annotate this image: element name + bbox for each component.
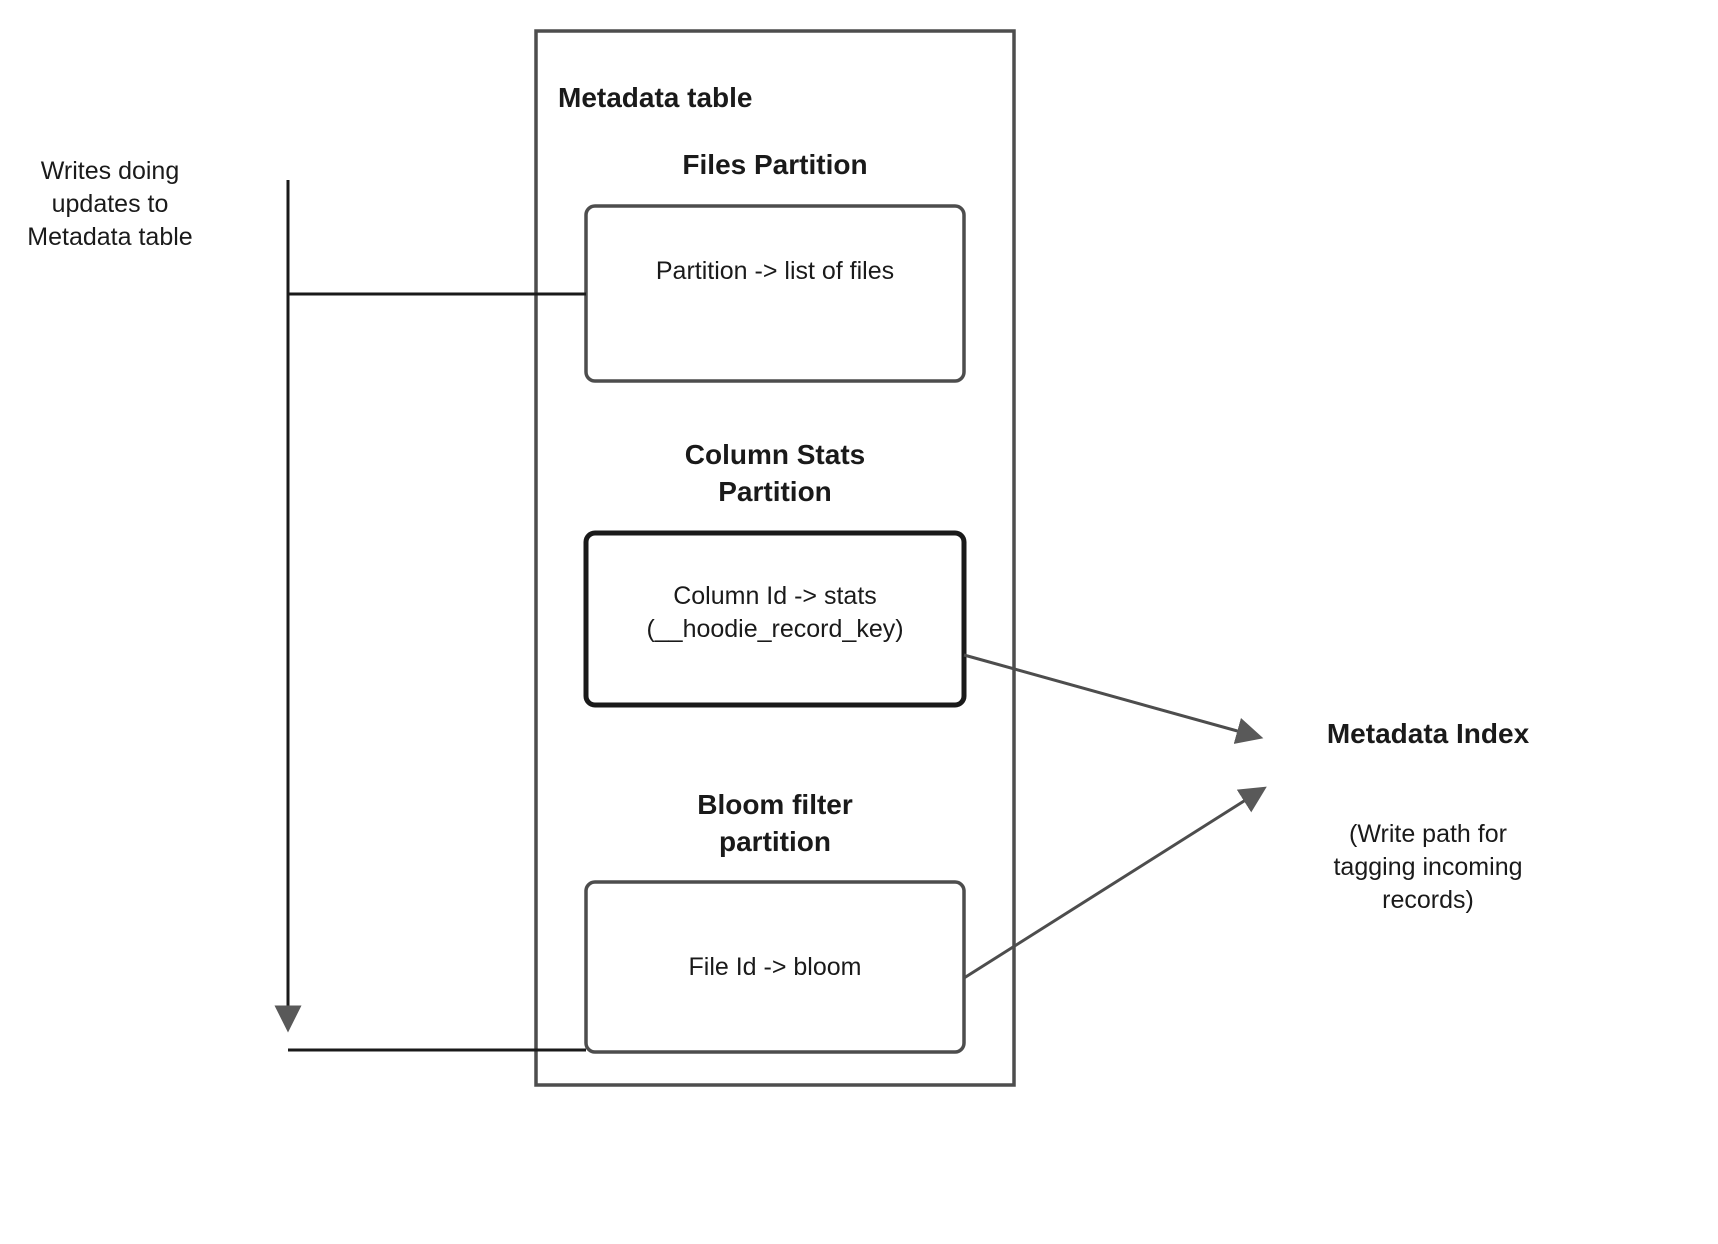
bloom-filter-partition-box [584, 880, 966, 1054]
bloom-filter-partition-body-text: File Id -> bloom [688, 953, 862, 981]
files-partition-body-text: Partition -> list of files [655, 257, 895, 285]
metadata-table-title: Metadata table [558, 82, 753, 113]
files-partition-title: Files Partition [682, 149, 868, 180]
column-stats-partition-body-text: Column Id -> stats (__hoodie_record_key) [646, 582, 904, 643]
writes-annotation-label: Writes doing updates to Metadata table [27, 157, 193, 251]
metadata-table-container [534, 29, 1016, 1087]
column-stats-partition-box [583, 530, 967, 708]
bloom-to-index-arrow [963, 786, 1267, 980]
column-stats-partition-title: Column Stats Partition [684, 439, 866, 507]
metadata-index-title: Metadata Index [1326, 718, 1530, 749]
column-stats-to-index-arrow [963, 653, 1264, 744]
metadata-index-caption: (Write path for tagging incoming records… [1333, 820, 1523, 914]
files-partition-box [584, 204, 966, 383]
bloom-filter-partition-title: Bloom filter partition [697, 789, 853, 857]
